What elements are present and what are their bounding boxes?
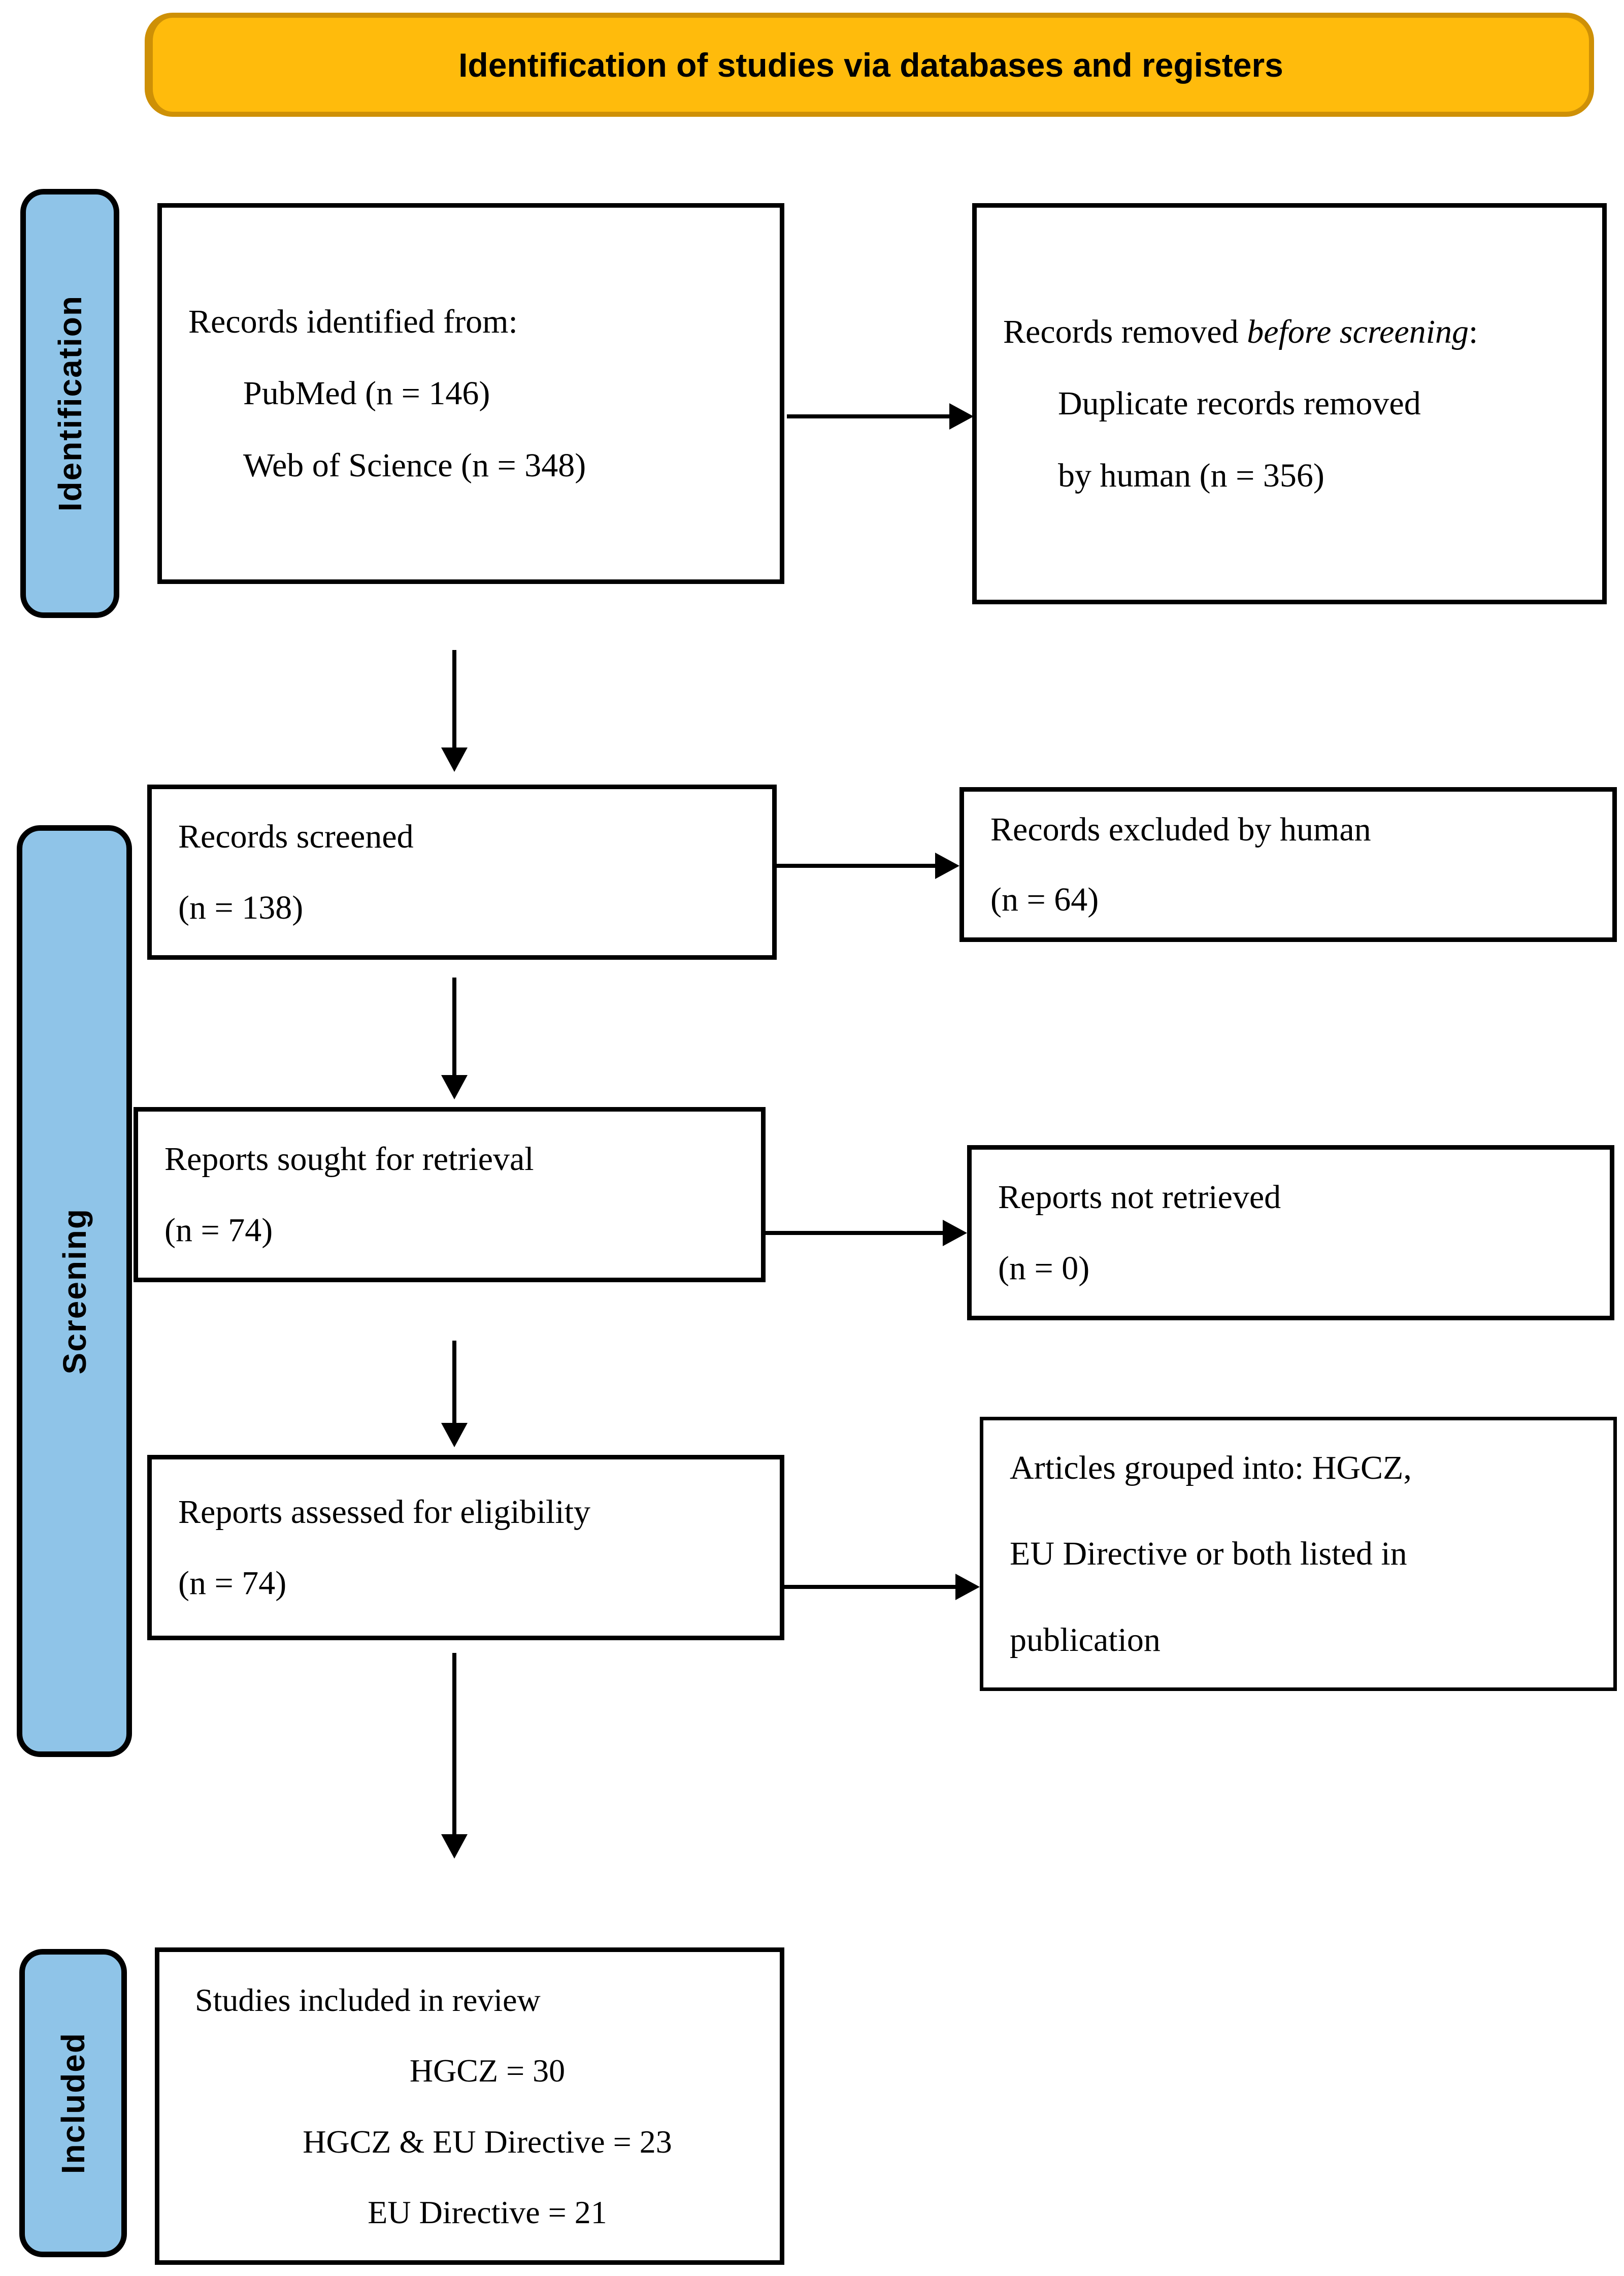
studies-included-eu: EU Directive = 21 (368, 2194, 607, 2230)
stage-label-identification-text: Identification (51, 295, 88, 512)
arrow-line (777, 864, 937, 868)
records-removed-prefix: Records removed (1003, 313, 1247, 351)
articles-grouped-line2: EU Directive or both listed in (1010, 1535, 1407, 1573)
arrow-head-down-icon (441, 747, 468, 772)
title-banner: Identification of studies via databases … (145, 13, 1594, 117)
diagram-title: Identification of studies via databases … (458, 46, 1283, 84)
records-excluded-heading: Records excluded by human (990, 811, 1371, 849)
stage-label-screening-text: Screening (56, 1208, 93, 1375)
stage-label-included: Included (19, 1949, 127, 2257)
records-removed-count: by human (n = 356) (1058, 457, 1324, 494)
box-studies-included: Studies included in review HGCZ = 30 HGC… (155, 1947, 784, 2265)
records-removed-duplicates: Duplicate records removed (1058, 385, 1421, 422)
records-excluded-count: (n = 64) (990, 881, 1099, 918)
arrow-line (766, 1231, 944, 1235)
stage-label-identification: Identification (20, 189, 119, 618)
records-identified-pubmed: PubMed (n = 146) (243, 375, 490, 412)
arrow-head-right-icon (955, 1574, 980, 1600)
arrow-line (452, 1653, 456, 1836)
arrow-head-down-icon (441, 1834, 468, 1859)
arrow-line (784, 1585, 957, 1589)
studies-included-heading: Studies included in review (195, 1982, 541, 2019)
stage-label-screening: Screening (17, 825, 132, 1757)
records-screened-count: (n = 138) (178, 889, 304, 926)
reports-not-retrieved-count: (n = 0) (998, 1249, 1090, 1287)
reports-assessed-count: (n = 74) (178, 1564, 287, 1602)
records-removed-heading: Records removed before screening: (977, 314, 1602, 349)
arrow-head-right-icon (949, 403, 974, 430)
box-records-screened: Records screened (n = 138) (147, 785, 777, 960)
arrow-head-down-icon (441, 1423, 468, 1447)
box-reports-assessed: Reports assessed for eligibility (n = 74… (147, 1455, 784, 1640)
box-articles-grouped: Articles grouped into: HGCZ, EU Directiv… (980, 1417, 1617, 1691)
reports-sought-heading: Reports sought for retrieval (164, 1141, 534, 1178)
arrow-line (787, 414, 952, 418)
records-screened-heading: Records screened (178, 818, 414, 856)
records-removed-italic: before screening (1247, 313, 1469, 351)
box-reports-not-retrieved: Reports not retrieved (n = 0) (967, 1145, 1614, 1320)
stage-label-included-text: Included (55, 2032, 91, 2174)
box-records-removed: Records removed before screening: Duplic… (972, 203, 1607, 604)
box-records-excluded: Records excluded by human (n = 64) (959, 787, 1617, 942)
reports-sought-count: (n = 74) (164, 1211, 273, 1249)
reports-assessed-heading: Reports assessed for eligibility (178, 1493, 591, 1531)
articles-grouped-line1: Articles grouped into: HGCZ, (1010, 1449, 1412, 1487)
arrow-head-right-icon (935, 853, 959, 879)
studies-included-hgcz: HGCZ = 30 (409, 2053, 566, 2089)
arrow-line (452, 978, 456, 1077)
records-identified-wos: Web of Science (n = 348) (243, 446, 586, 484)
records-identified-heading: Records identified from: (188, 303, 518, 341)
box-reports-sought: Reports sought for retrieval (n = 74) (134, 1107, 766, 1282)
arrow-line (452, 650, 456, 749)
arrow-line (452, 1341, 456, 1424)
arrow-head-right-icon (943, 1220, 967, 1246)
reports-not-retrieved-heading: Reports not retrieved (998, 1179, 1281, 1216)
records-removed-suffix: : (1469, 313, 1478, 351)
box-records-identified: Records identified from: PubMed (n = 146… (157, 203, 784, 584)
studies-included-hgcz-eu: HGCZ & EU Directive = 23 (303, 2123, 672, 2160)
articles-grouped-line3: publication (1010, 1621, 1161, 1659)
arrow-head-down-icon (441, 1075, 468, 1099)
